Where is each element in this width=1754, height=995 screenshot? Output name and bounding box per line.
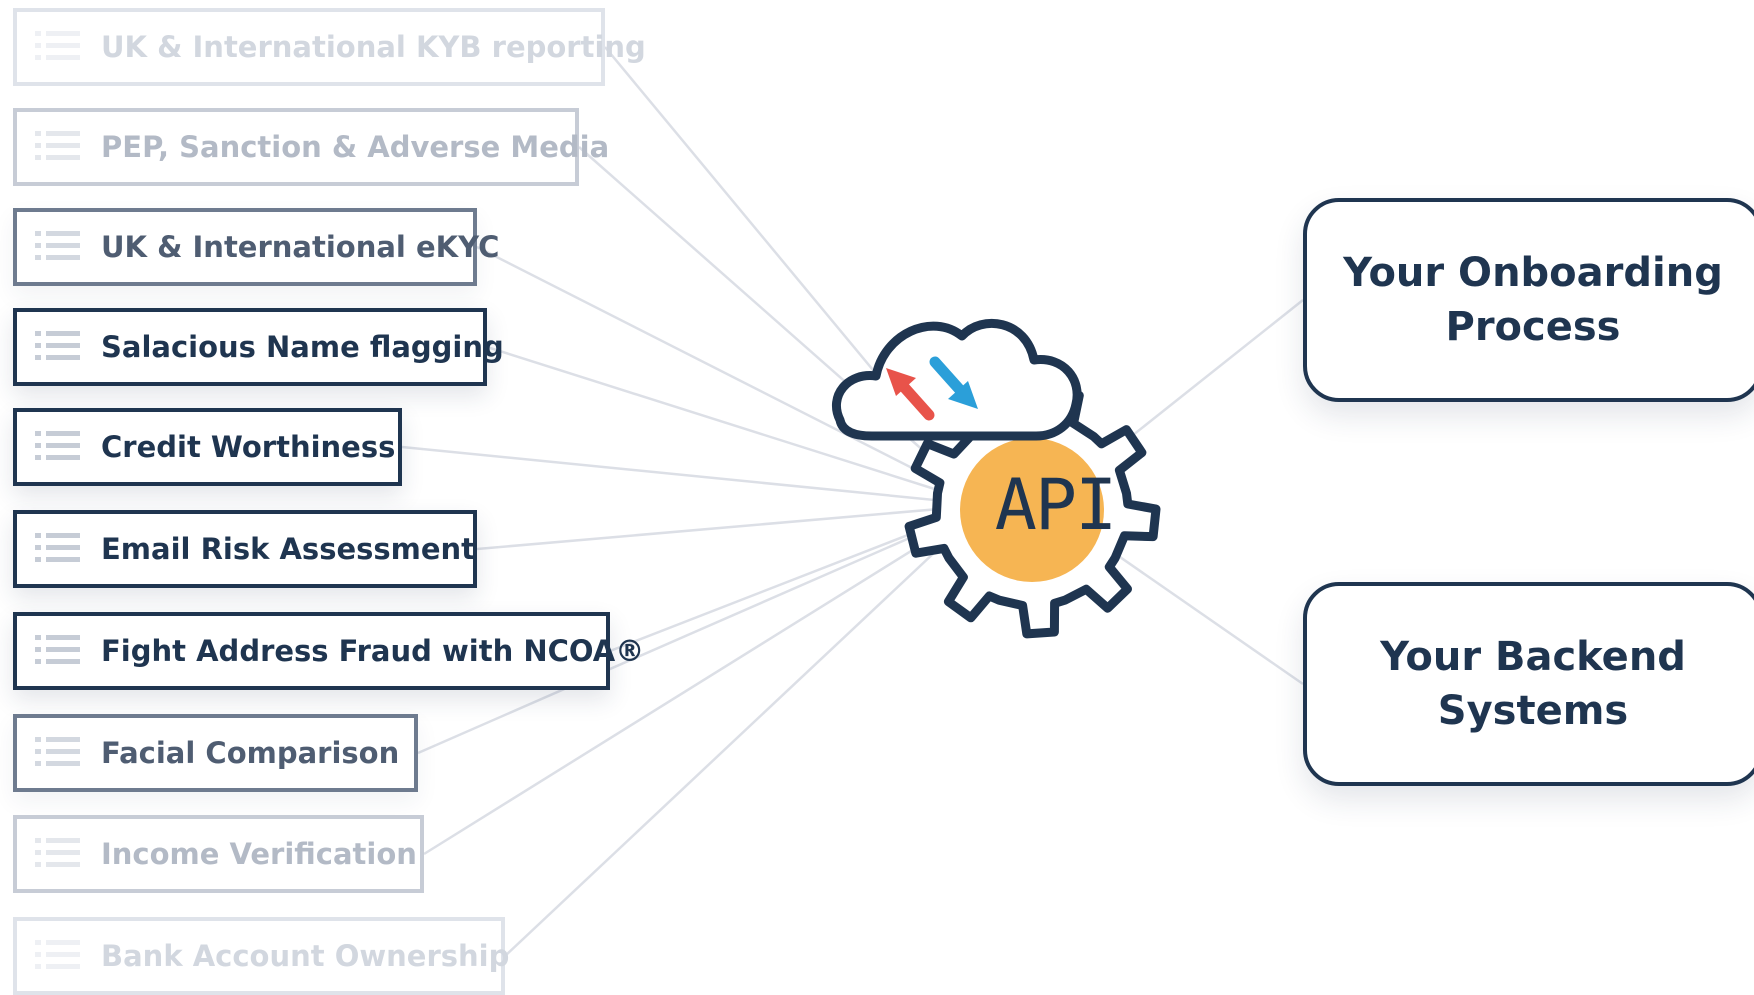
- list-icon: [35, 430, 81, 464]
- api-hub: API: [820, 300, 1180, 640]
- service-connector-line: [504, 504, 986, 957]
- service-label: Credit Worthiness: [101, 430, 396, 464]
- list-icon: [35, 130, 81, 164]
- service-income-verification: Income Verification: [13, 815, 424, 893]
- service-connector-line: [486, 345, 986, 507]
- service-label: Facial Comparison: [101, 736, 400, 770]
- service-label: UK & International eKYC: [101, 230, 500, 264]
- target-backend-systems: Your Backend Systems: [1303, 582, 1754, 786]
- arrow-down-icon: [929, 356, 978, 409]
- service-label: Bank Account Ownership: [101, 939, 510, 973]
- arrow-up-icon: [886, 368, 935, 421]
- service-label: Fight Address Fraud with NCOA®: [101, 634, 645, 668]
- service-email-risk: Email Risk Assessment: [13, 510, 477, 588]
- list-icon: [35, 30, 81, 64]
- target-label: Your Onboarding Process: [1343, 250, 1723, 350]
- service-kyb-reporting: UK & International KYB reporting: [13, 8, 646, 86]
- list-icon: [35, 736, 81, 770]
- service-address-fraud-ncoa: Fight Address Fraud with NCOA®: [13, 612, 644, 690]
- list-icon: [35, 230, 81, 264]
- list-icon: [35, 939, 81, 973]
- cloud-gear-api-icon: [831, 318, 1161, 639]
- service-label: Income Verification: [101, 837, 417, 871]
- api-label: API: [994, 464, 1117, 546]
- service-label: PEP, Sanction & Adverse Media: [101, 130, 610, 164]
- service-label: Salacious Name flagging: [101, 330, 504, 364]
- service-connector-line: [401, 445, 986, 507]
- service-bank-account-ownership: Bank Account Ownership: [13, 917, 509, 995]
- service-connector-line: [423, 503, 986, 856]
- list-icon: [35, 837, 81, 871]
- service-pep-sanction: PEP, Sanction & Adverse Media: [13, 108, 609, 186]
- list-icon: [35, 532, 81, 566]
- service-connector-line: [476, 503, 986, 551]
- service-connector-line: [476, 245, 986, 507]
- service-label: UK & International KYB reporting: [101, 30, 646, 64]
- service-credit-worthiness: Credit Worthiness: [13, 408, 402, 486]
- target-onboarding-process: Your Onboarding Process: [1303, 198, 1754, 402]
- target-label: Your Backend Systems: [1380, 634, 1686, 734]
- service-connector-line: [578, 146, 986, 506]
- service-connector-line: [417, 503, 986, 755]
- list-icon: [35, 634, 81, 668]
- service-salacious-name: Salacious Name flagging: [13, 308, 504, 386]
- service-facial-comparison: Facial Comparison: [13, 714, 418, 792]
- service-ekyc: UK & International eKYC: [13, 208, 499, 286]
- list-icon: [35, 330, 81, 364]
- service-label: Email Risk Assessment: [101, 532, 476, 566]
